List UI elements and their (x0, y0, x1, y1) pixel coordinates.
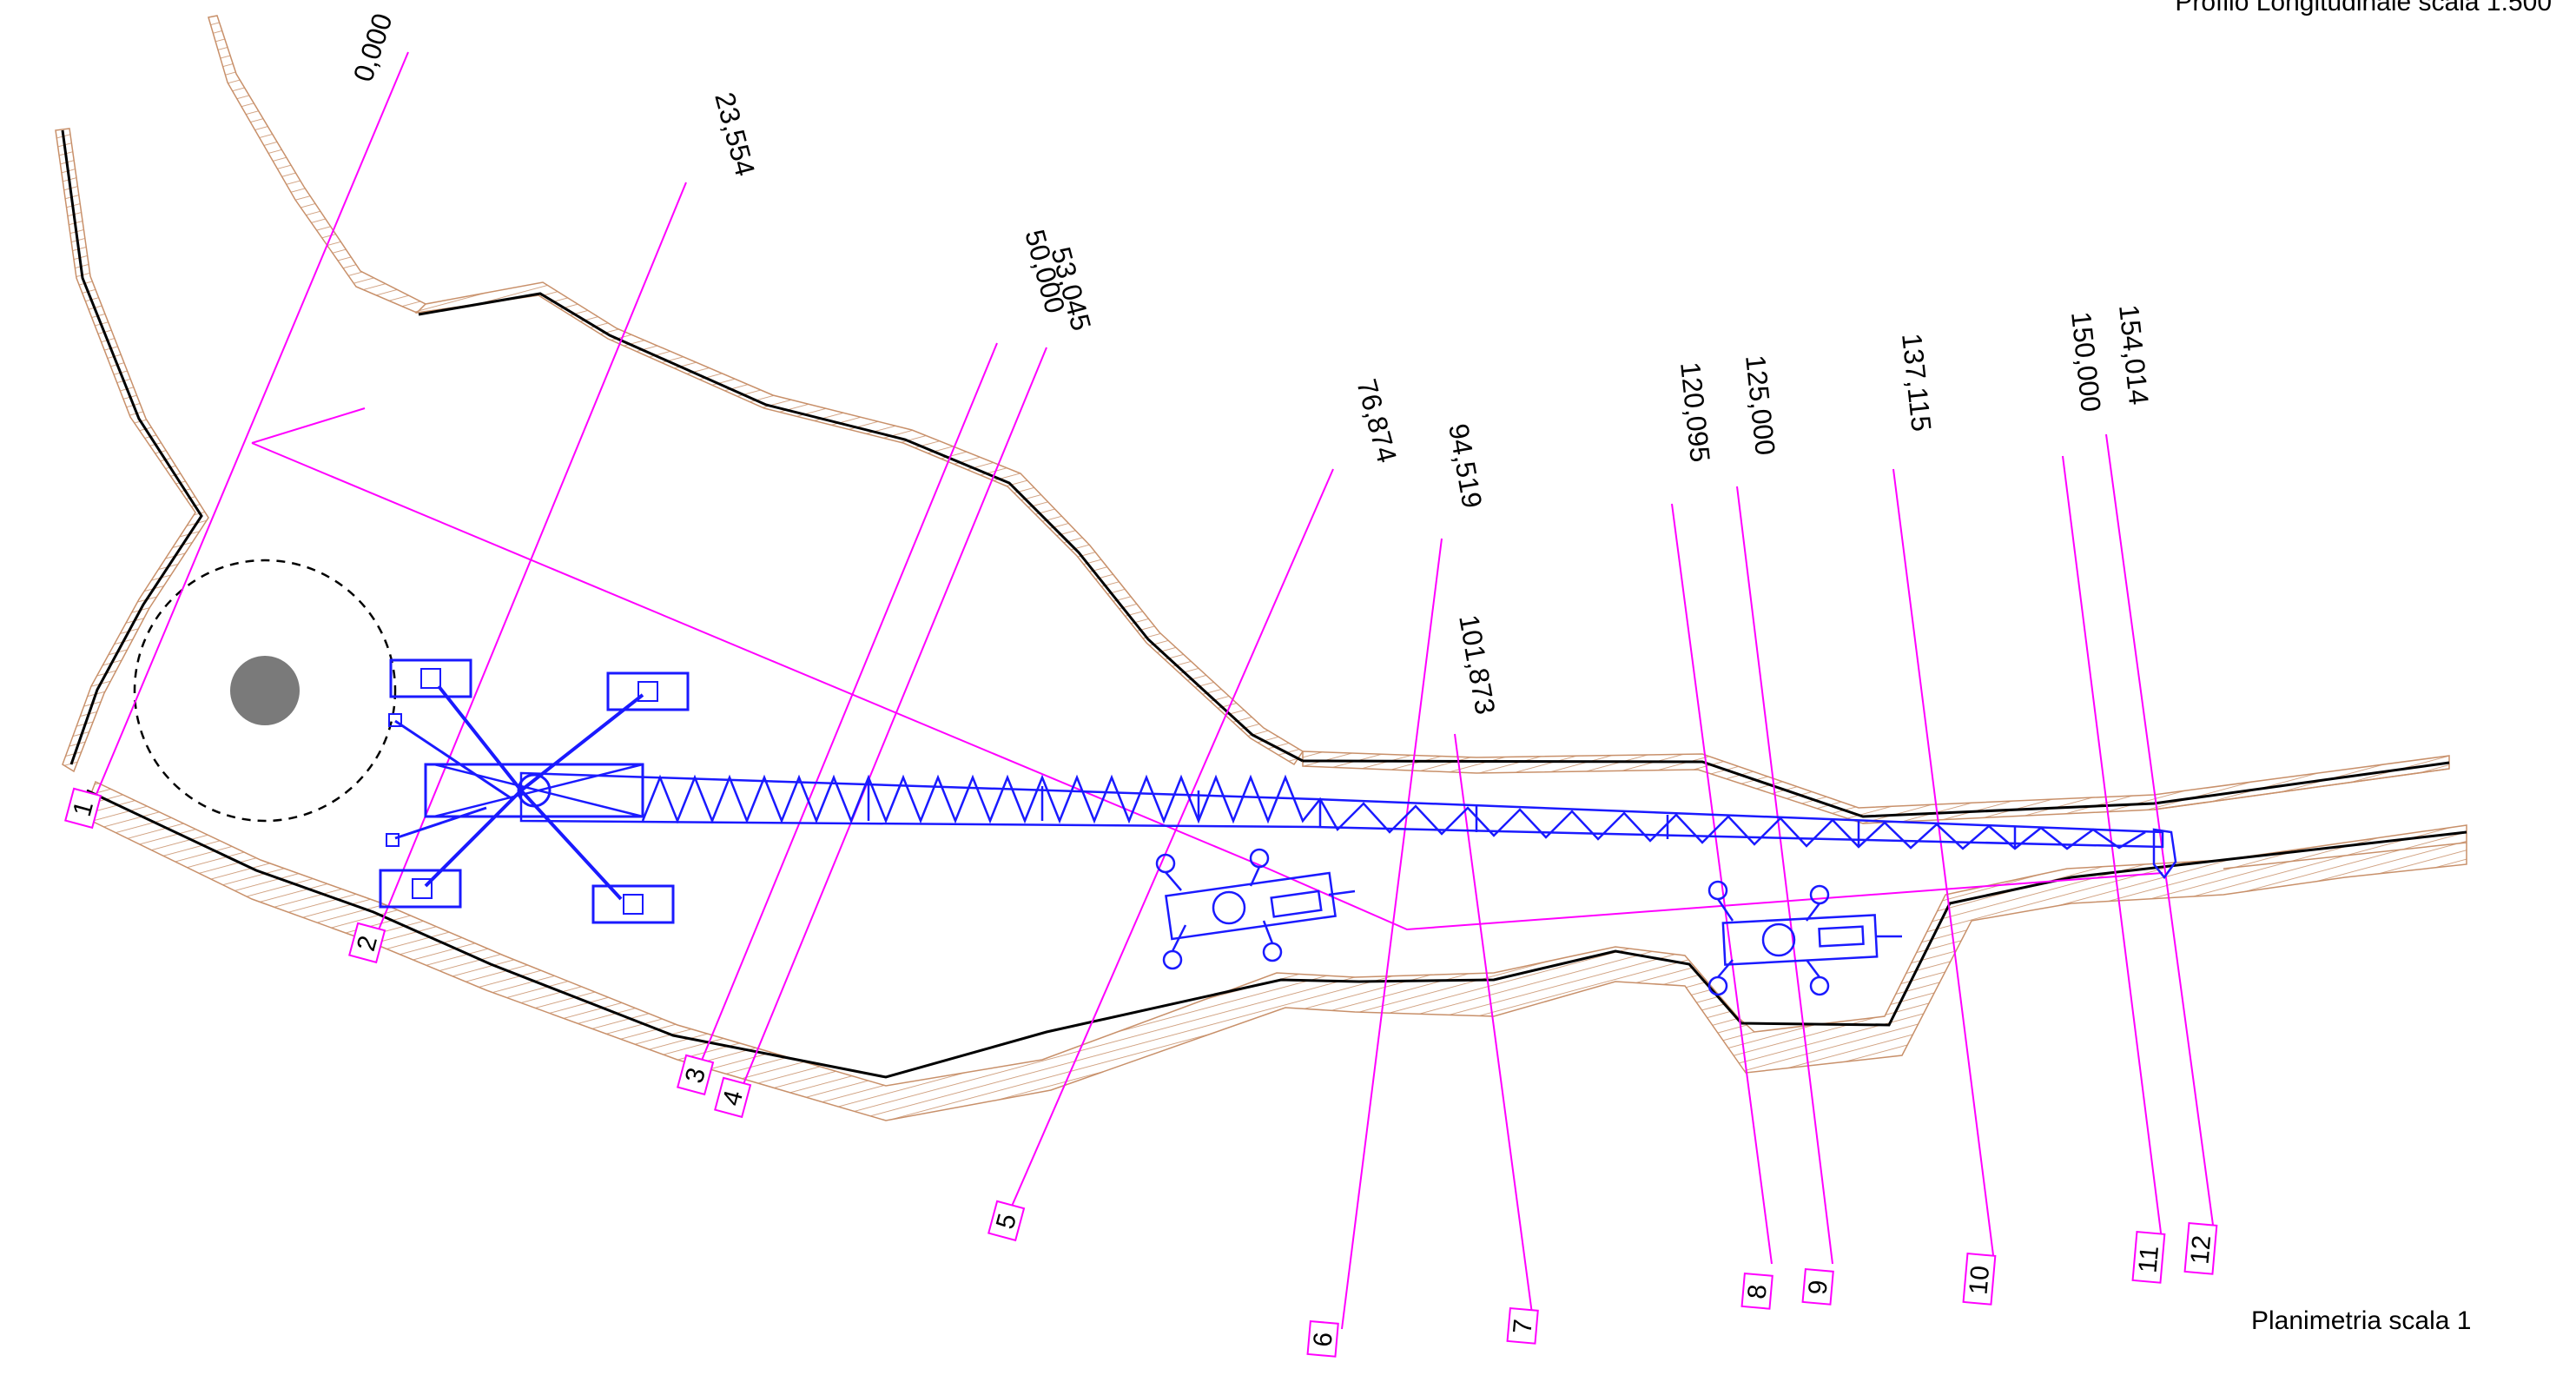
chainage-label: 101,873 (1453, 612, 1502, 717)
chainage-label: 94,519 (1443, 421, 1488, 511)
chainage-label: 23,554 (709, 89, 761, 179)
outrigger-pad (389, 658, 472, 698)
crane-boom (519, 771, 2164, 849)
outrigger-pad (379, 869, 462, 909)
chainage-label: 120,095 (1674, 360, 1716, 464)
site-edges (61, 129, 2467, 1079)
chainage-label: 137,115 (1896, 332, 1938, 433)
outrigger-foot (1707, 880, 1728, 901)
section-number: 10 (1964, 1265, 1995, 1296)
outrigger-pad (591, 884, 675, 924)
plan-title: Planimetria scala 1 (2251, 1306, 2472, 1335)
crane-boom-lattice (641, 774, 2146, 850)
terrain-slopes (55, 15, 2467, 1121)
mobile-crane-right (1707, 880, 1902, 996)
chainage-label: 76,874 (1351, 375, 1403, 466)
crane-carrier (1165, 871, 1337, 941)
mobile-crane-middle (1155, 848, 1356, 970)
outrigger-pad (606, 671, 690, 711)
crane-body (424, 763, 644, 818)
outrigger-foot (1262, 942, 1283, 962)
obstacle-marker (230, 656, 300, 725)
crane-carrier (1721, 914, 1879, 966)
section-leaders (83, 51, 2216, 1330)
crane-main (379, 658, 2177, 924)
outrigger-foot (1809, 975, 1830, 996)
slope-band-lower (82, 780, 2467, 1121)
section-number: 12 (2185, 1234, 2216, 1266)
chainage-label: 125,000 (1740, 354, 1781, 457)
chainage-label: 0,000 (347, 10, 399, 85)
crane-hook (2152, 828, 2177, 880)
chainage-labels: 0,000 23,554 50,000 53,045 76,874 94,519… (347, 10, 2155, 717)
outrigger-foot (1155, 853, 1176, 874)
outrigger-foot (1707, 975, 1728, 996)
section-markers: 1 2 3 4 5 6 7 8 9 10 11 12 (64, 787, 2218, 1358)
profile-title: Profilo Longitudinale scala 1:500 (2175, 0, 2552, 17)
section-number: 6 (1308, 1331, 1338, 1348)
slope-band-upper (208, 15, 1305, 766)
outrigger-foot (1809, 884, 1830, 905)
chainage-label: 150,000 (2065, 310, 2107, 413)
section-number: 7 (1508, 1318, 1537, 1335)
slope-band-left (55, 128, 209, 773)
section-number: 11 (2133, 1245, 2164, 1274)
section-number: 9 (1803, 1279, 1833, 1296)
section-number: 8 (1742, 1283, 1772, 1300)
outrigger-foot (1162, 949, 1183, 970)
exclusion-radius (133, 559, 397, 823)
chainage-label: 154,014 (2113, 303, 2155, 407)
